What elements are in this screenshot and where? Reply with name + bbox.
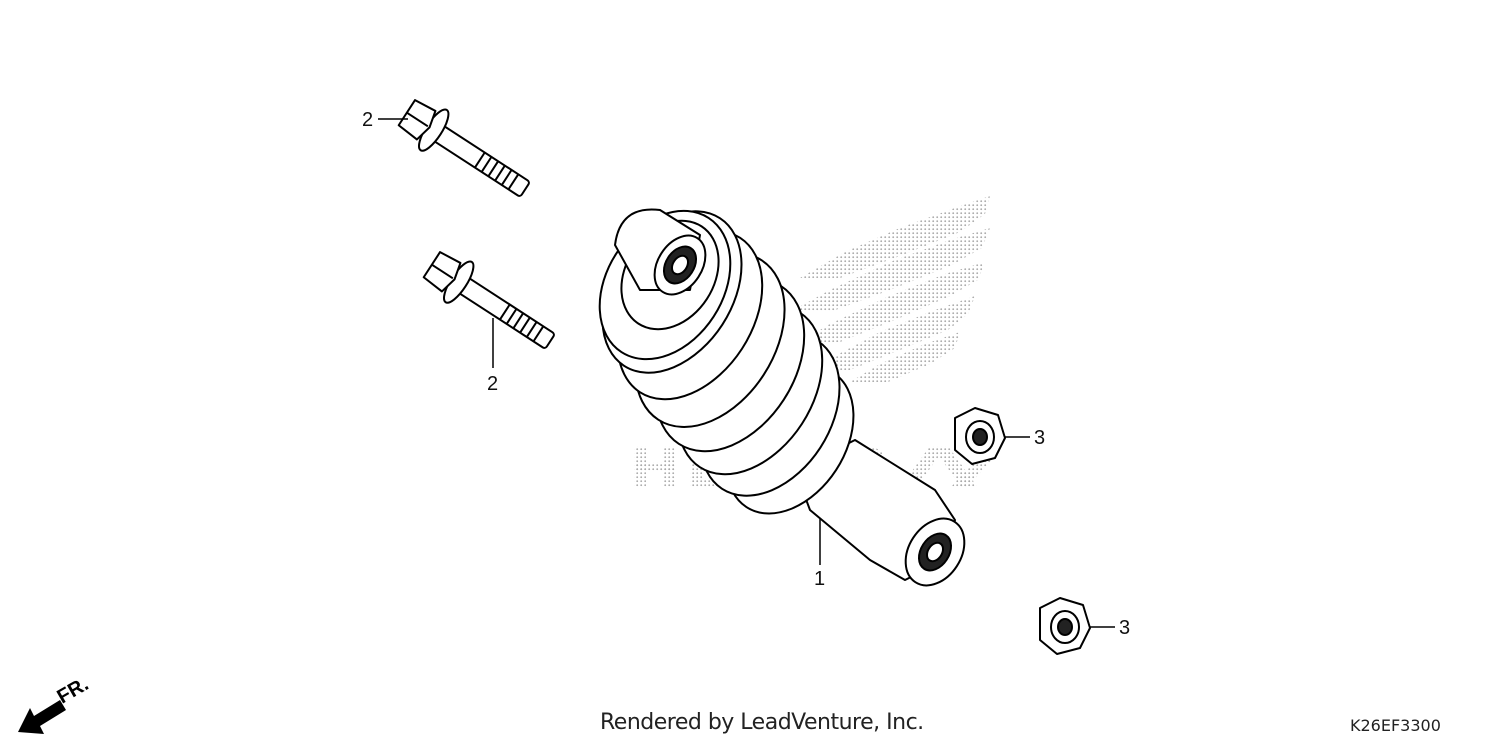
leader-lines: [378, 118, 1115, 628]
render-credit: Rendered by LeadVenture, Inc.: [600, 710, 924, 735]
flange-nut-lower: [1039, 597, 1091, 655]
flange-bolt-upper: [397, 99, 530, 197]
front-direction-arrow-icon: [18, 700, 66, 734]
callout-bolt-upper: 2: [362, 109, 373, 131]
diagram-code: K26EF3300: [1350, 716, 1441, 735]
callout-bolt-lower: 2: [487, 373, 498, 395]
callout-nut-upper: 3: [1034, 427, 1045, 449]
callout-shock-absorber: 1: [814, 568, 825, 590]
flange-bolt-lower: [422, 251, 555, 349]
rear-shock-absorber: [598, 208, 966, 587]
callout-nut-lower: 3: [1119, 617, 1130, 639]
flange-nut-upper: [954, 407, 1006, 465]
